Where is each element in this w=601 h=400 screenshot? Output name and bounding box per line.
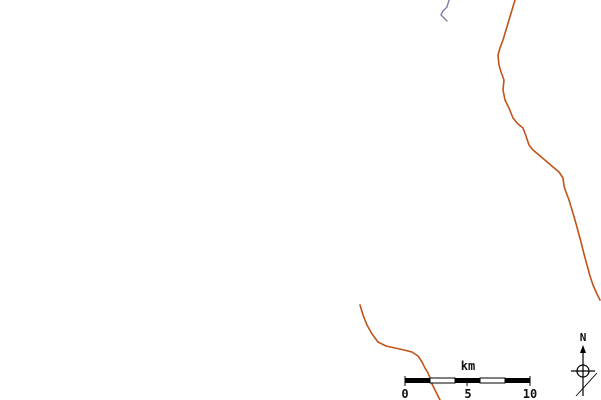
scale-segment-4 [479,377,506,384]
north-label: N [580,331,587,344]
scale-unit-label: km [461,359,475,373]
north-arrow-ring [576,364,590,378]
stream-north [440,0,450,22]
scale-segment-1 [405,378,430,383]
scale-bar: km 0 5 10 [401,359,537,400]
compass-north-arrow-icon: N [571,331,598,397]
scale-segment-5 [505,378,530,383]
north-arrow-diagonal [575,372,598,397]
scale-label-0: 0 [401,387,408,400]
road-southwest [359,304,441,400]
road-northeast [497,0,601,301]
scale-segment-2 [429,377,456,384]
scale-label-5: 5 [464,387,471,400]
scale-label-10: 10 [523,387,537,400]
north-arrow-head [580,345,586,353]
